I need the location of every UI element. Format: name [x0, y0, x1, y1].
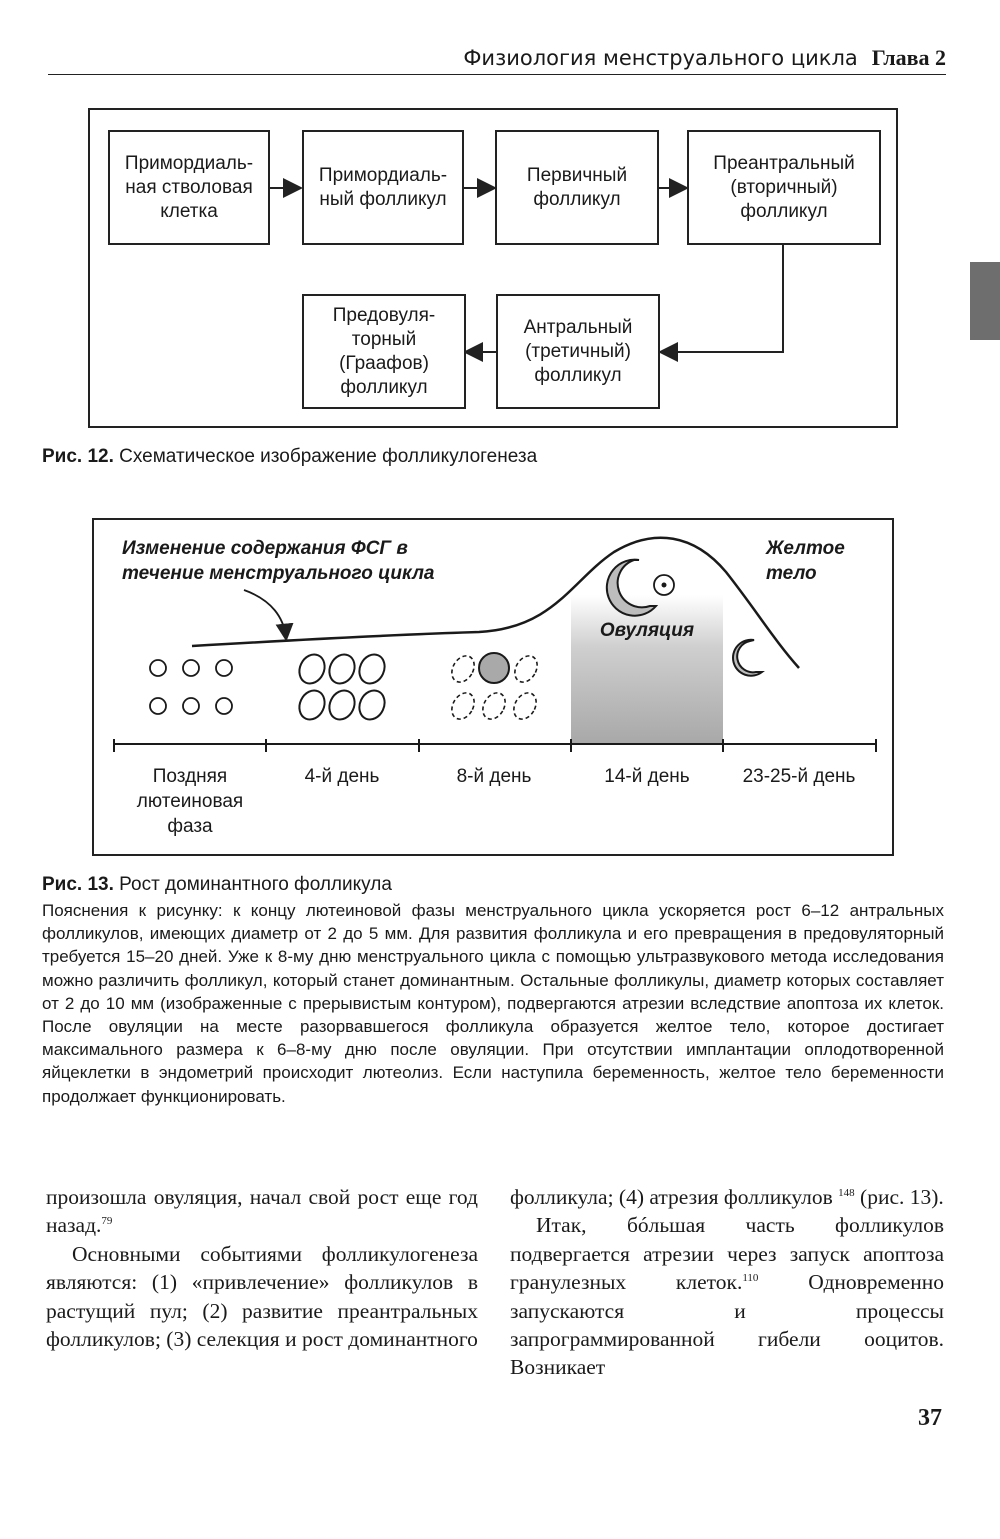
follicle [183, 660, 199, 676]
running-head-title: Физиология менструального цикла [463, 46, 857, 70]
stage-primary-follicle: Первичный фолликул [495, 130, 659, 245]
follicle [150, 660, 166, 676]
running-head: Физиология менструального цикла Глава 2 [48, 42, 946, 75]
left-paragraph-1-text: произошла овуляция, начал свой рост еще … [46, 1185, 478, 1237]
follicle [355, 650, 389, 687]
phase-label-line-1: Поздняя [153, 766, 227, 787]
footnote-ref-79: 79 [101, 1215, 112, 1227]
footnote-ref-110: 110 [742, 1272, 758, 1284]
left-paragraph-2: Основными событиями фолликулогенеза явля… [46, 1240, 478, 1354]
follicle [295, 686, 329, 723]
body-column-right: фолликула; (4) атрезия фолликулов 148 (р… [510, 1183, 944, 1382]
follicle [325, 650, 359, 687]
stage-antral-follicle: Антральный (третичный) фолликул [496, 294, 660, 409]
corpus-luteum-label-line-2: тело [766, 563, 817, 584]
follicle [447, 689, 478, 723]
stage-primordial-follicle: Примордиаль- ный фолликул [302, 130, 464, 245]
corpus-luteum-label-line-1: Желтое [765, 538, 845, 559]
chapter-thumb-tab [970, 262, 1000, 340]
page-number: 37 [918, 1405, 942, 1432]
curve-label-line-1: Изменение содержания ФСГ в [122, 538, 408, 559]
follicle [355, 686, 389, 723]
day-label-4: 4-й день [305, 766, 380, 787]
right-paragraph-2: Итак, бóльшая часть фолликулов подвергае… [510, 1211, 944, 1381]
stage-preovulatory-follicle: Предовуля- торный (Граафов) фолликул [302, 294, 466, 409]
right-paragraph-1-tail: (рис. 13). [855, 1185, 944, 1209]
timeline [114, 739, 876, 752]
body-column-left: произошла овуляция, начал свой рост еще … [46, 1183, 478, 1353]
dominant-follicle [479, 653, 509, 683]
figure-13-caption: Рис. 13. Рост доминантного фолликула [42, 874, 392, 896]
ovulation-zone [571, 595, 723, 744]
right-paragraph-1: фолликула; (4) атрезия фолликулов 148 (р… [510, 1183, 944, 1211]
corpus-luteum-large [607, 560, 656, 616]
left-paragraph-1: произошла овуляция, начал свой рост еще … [46, 1183, 478, 1240]
figure-13-explanation: Пояснения к рисунку: к концу лютеиновой … [42, 899, 944, 1108]
curve-pointer-arrow [244, 590, 286, 638]
figure-12-caption-text: Схематическое изображение фолликулогенез… [114, 446, 537, 467]
figure-13-caption-text: Рост доминантного фолликула [114, 874, 392, 895]
follicle [510, 652, 541, 686]
ovulation-label: Овуляция [600, 620, 694, 641]
figure-13-frame: Изменение содержания ФСГ в течение менст… [92, 518, 894, 856]
day-label-14: 14-й день [604, 766, 689, 787]
figure-12-frame: Примордиаль- ная стволовая клетка Примор… [88, 108, 898, 428]
follicle [216, 698, 232, 714]
running-head-chapter: Глава 2 [872, 45, 946, 70]
follicle [216, 660, 232, 676]
right-paragraph-1-text: фолликула; (4) атрезия фолликулов [510, 1185, 833, 1209]
figure-13-caption-label: Рис. 13. [42, 874, 114, 895]
follicle [478, 689, 509, 723]
arrow-4 [660, 245, 783, 352]
follicle [325, 686, 359, 723]
follicle [447, 652, 478, 686]
curve-label-line-2: течение менструального цикла [122, 563, 435, 584]
ovulated-egg-nucleus [662, 583, 667, 588]
figure-13-drawing: Изменение содержания ФСГ в течение менст… [94, 520, 892, 854]
figure-12-caption: Рис. 12. Схематическое изображение фолли… [42, 446, 537, 468]
footnote-ref-148: 148 [838, 1187, 855, 1199]
corpus-luteum-small [733, 640, 762, 676]
follicle [509, 689, 540, 723]
day-label-23-25: 23-25-й день [743, 766, 856, 787]
day4-follicles [295, 650, 389, 723]
phase-label-line-2: лютеиновая [137, 791, 243, 812]
follicle [150, 698, 166, 714]
day-label-8: 8-й день [457, 766, 532, 787]
figure-12-caption-label: Рис. 12. [42, 446, 114, 467]
late-luteal-follicles [150, 660, 232, 714]
stage-preantral-follicle: Преантральный (вторичный) фолликул [687, 130, 881, 245]
phase-label-line-3: фаза [167, 816, 213, 837]
follicle [295, 650, 329, 687]
stage-primordial-stem-cell: Примордиаль- ная стволовая клетка [108, 130, 270, 245]
follicle [183, 698, 199, 714]
